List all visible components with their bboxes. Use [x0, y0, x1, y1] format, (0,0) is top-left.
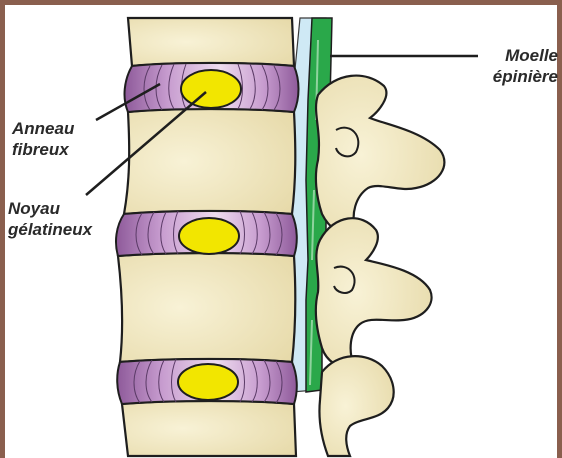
- vertebral-body-middle: [118, 253, 295, 362]
- nucleus-pulposus-lower: [178, 364, 238, 400]
- vertebral-body-upper: [124, 109, 295, 214]
- vertebral-body-bottom: [122, 401, 296, 456]
- label-noyau-gelatineux: Noyau gélatineux: [8, 198, 92, 240]
- label-anneau-line1: Anneau: [12, 118, 74, 139]
- vertebral-body-top: [128, 18, 294, 66]
- nucleus-pulposus-upper: [181, 70, 241, 108]
- nucleus-pulposus-middle: [179, 218, 239, 254]
- label-moelle-line2: épinière: [470, 66, 558, 87]
- label-moelle-epiniere: Moelle épinière: [470, 45, 558, 87]
- label-noyau-line1: Noyau: [8, 198, 92, 219]
- label-anneau-line2: fibreux: [12, 139, 74, 160]
- label-anneau-fibreux: Anneau fibreux: [12, 118, 74, 160]
- label-noyau-line2: gélatineux: [8, 219, 92, 240]
- label-moelle-line1: Moelle: [470, 45, 558, 66]
